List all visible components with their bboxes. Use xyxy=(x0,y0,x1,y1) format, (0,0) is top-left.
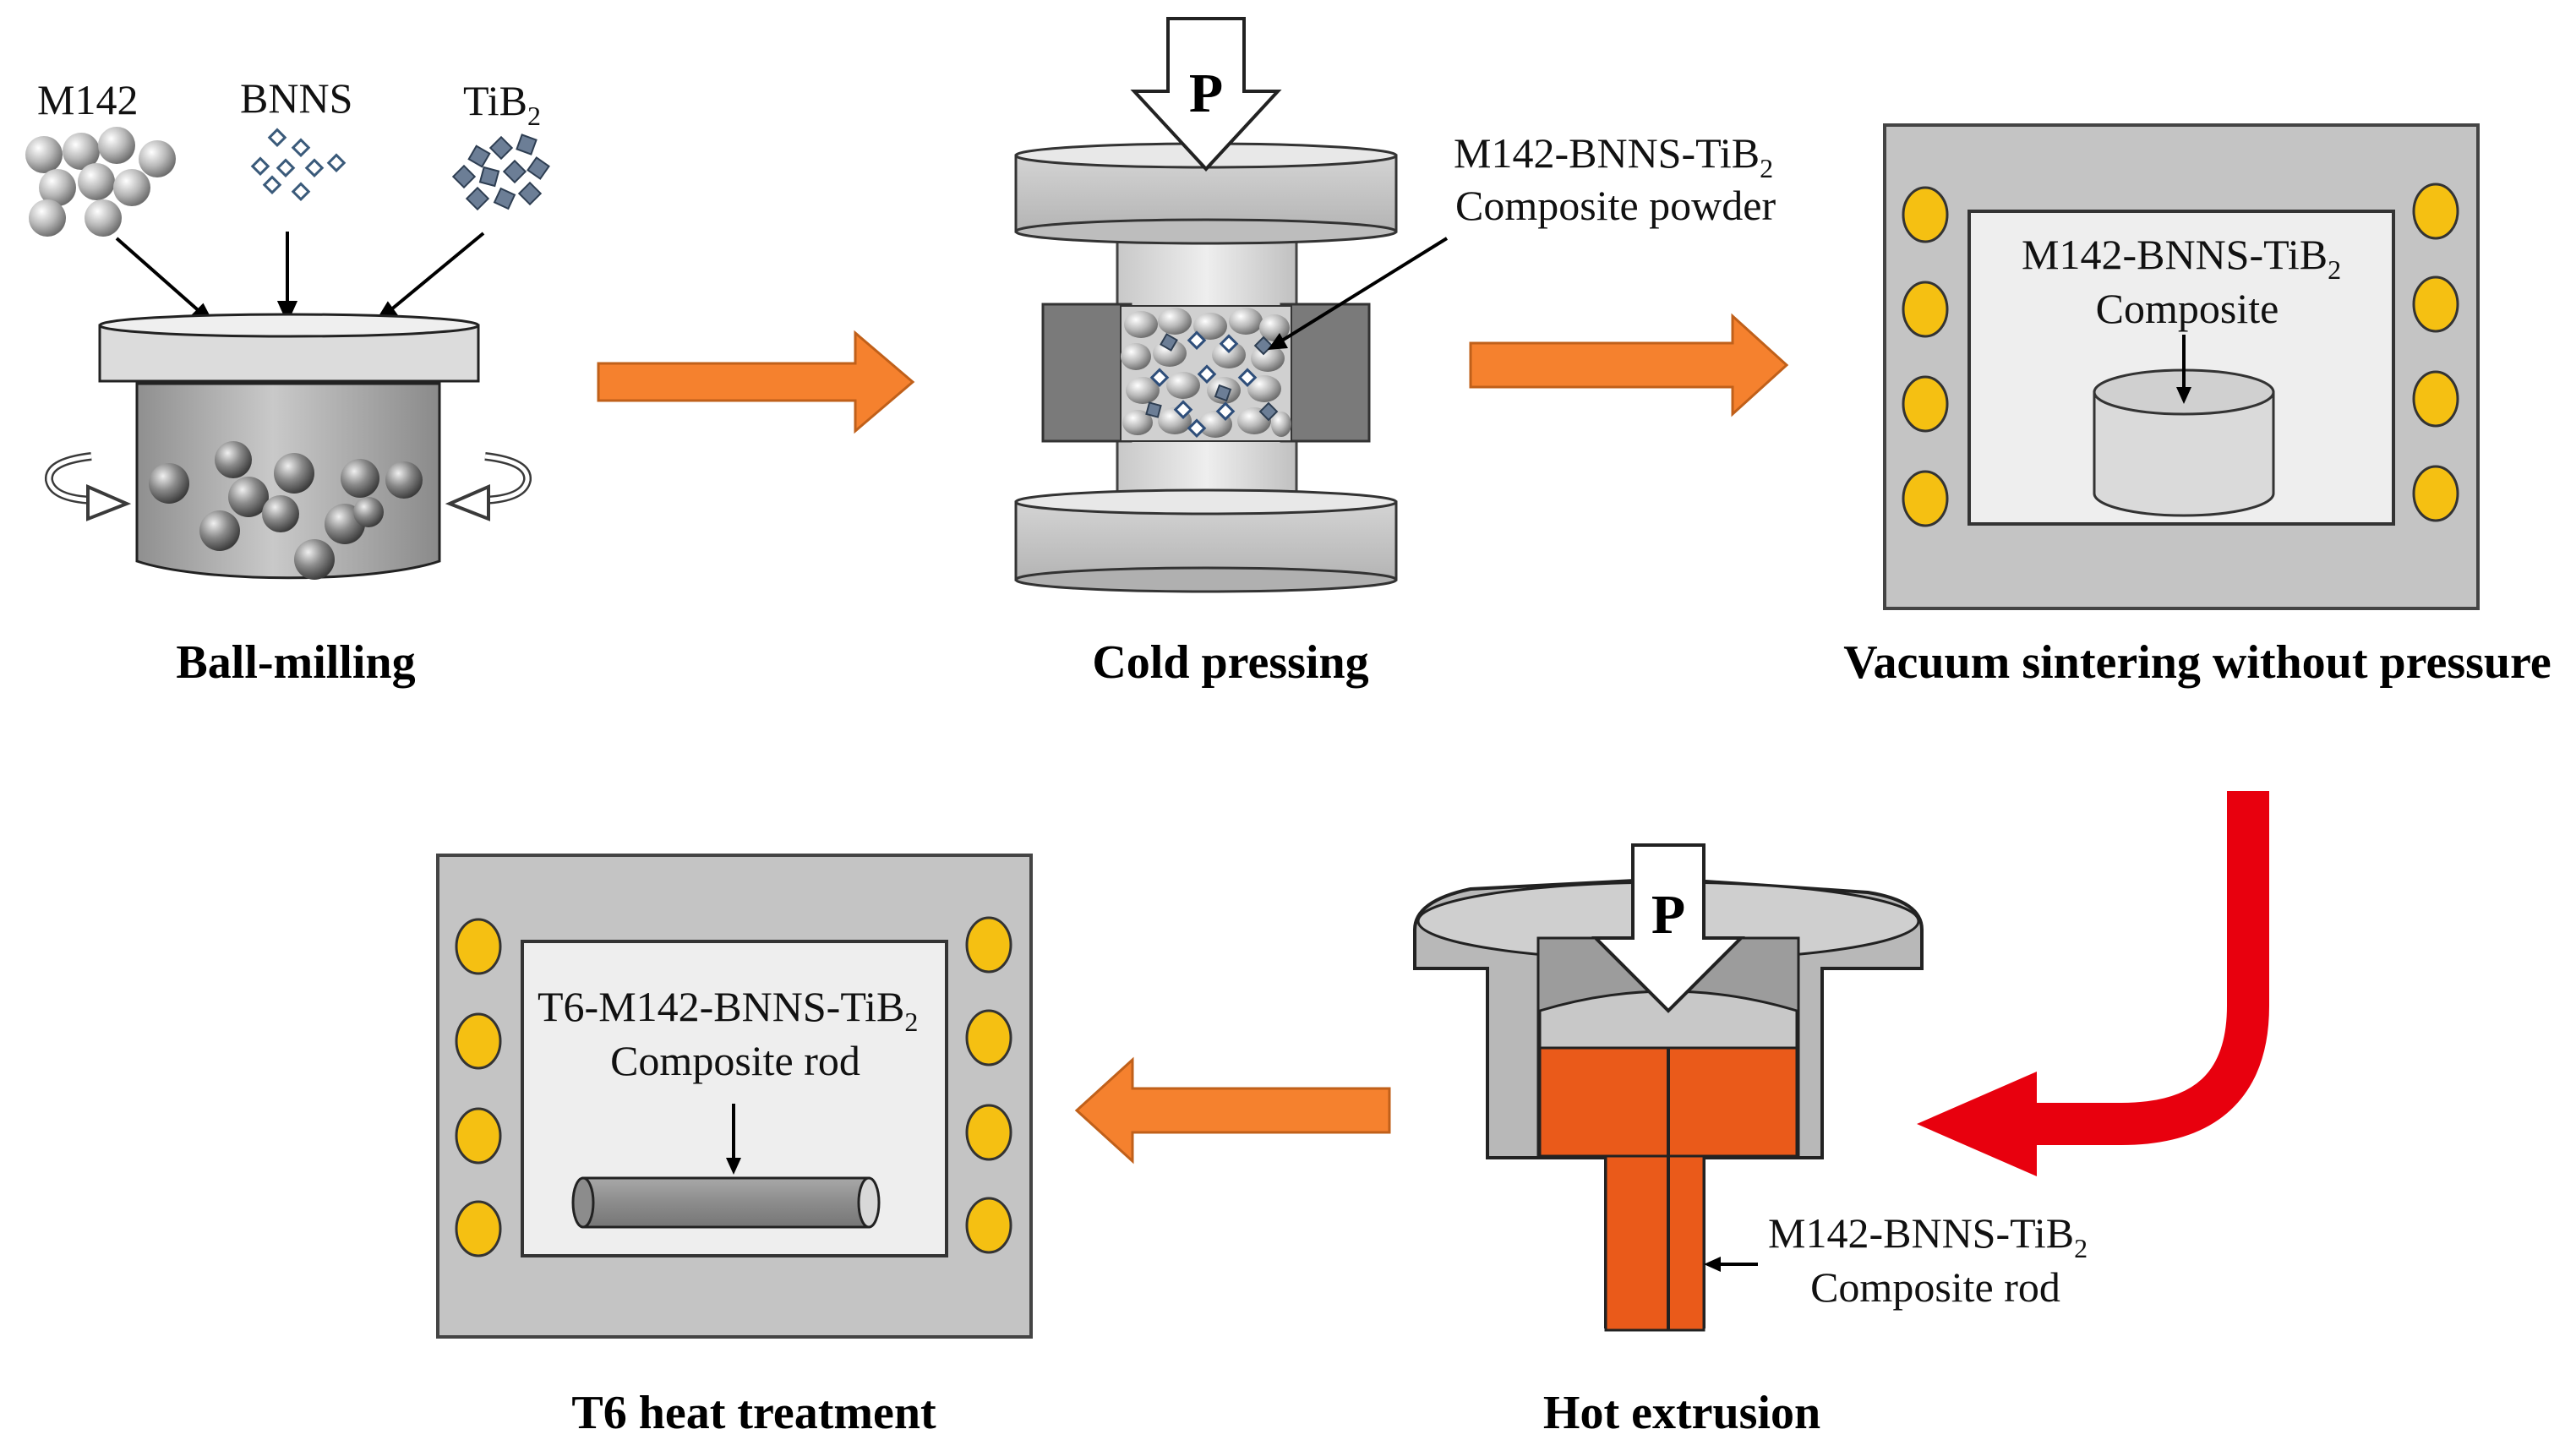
hot-extrusion-stage: P M142-BNNS-TiB2 Composite rod Hot extru… xyxy=(1413,843,2088,1439)
heater-icon xyxy=(455,918,502,975)
sintered-composite-label-line2: Composite xyxy=(2096,285,2279,332)
sintered-billet-icon xyxy=(2093,368,2275,517)
heater-icon xyxy=(455,1200,502,1257)
flow-arrow-4 xyxy=(1074,1056,1391,1165)
heater-icon xyxy=(2412,370,2459,428)
die-block-left xyxy=(1041,303,1132,443)
tib2-label: TiB2 xyxy=(463,77,541,131)
rotation-arrow-left-icon xyxy=(45,452,132,521)
heater-elements-right xyxy=(2412,183,2459,522)
t6-heater-elements-right xyxy=(965,916,1012,1254)
extrusion-pressure-symbol: P xyxy=(1651,884,1685,946)
heater-icon xyxy=(2412,183,2459,240)
extruded-rod-label-line2: Composite rod xyxy=(1810,1263,2060,1311)
t6-rod-label-line1: T6-M142-BNNS-TiB2 xyxy=(538,983,918,1037)
vacuum-sintering-stage: M142-BNNS-TiB2 Composite Vacuum sinterin… xyxy=(1843,123,2551,689)
ram-head xyxy=(1538,990,1798,1050)
rod-pointer-arrow xyxy=(1704,1257,1758,1272)
bnns-particles-icon xyxy=(250,128,347,202)
t6-rod-label-line2: Composite rod xyxy=(610,1037,860,1084)
flow-arrow-2 xyxy=(1469,313,1789,417)
ball-milling-stage: M142 BNNS TiB2 xyxy=(25,74,550,689)
ball-mill-pot xyxy=(98,313,480,580)
hot-extrusion-title: Hot extrusion xyxy=(1543,1387,1820,1439)
m142-label: M142 xyxy=(37,76,138,123)
heater-icon xyxy=(2412,275,2459,333)
cold-pressing-title: Cold pressing xyxy=(1092,636,1368,689)
t6-heater-elements-left xyxy=(455,918,502,1257)
powder-pointer-arrow xyxy=(1268,237,1449,350)
t6-heat-treatment-stage: T6-M142-BNNS-TiB2 Composite rod T6 heat … xyxy=(436,854,1033,1439)
grinding-balls-icon xyxy=(149,441,423,580)
heater-icon xyxy=(965,1009,1012,1066)
heater-icon xyxy=(1902,375,1949,433)
flow-arrow-3 xyxy=(1917,791,2269,1176)
tib2-particles-icon xyxy=(451,134,550,211)
billet-pointer-arrow xyxy=(2176,335,2191,404)
heater-icon xyxy=(455,1012,502,1070)
heater-icon xyxy=(1902,186,1949,243)
heater-icon xyxy=(965,916,1012,974)
sintered-composite-label-line1: M142-BNNS-TiB2 xyxy=(2022,231,2341,285)
rotation-arrow-right-icon xyxy=(445,452,532,521)
composite-powder-label-line1: M142-BNNS-TiB2 xyxy=(1454,129,1773,183)
cold-pressing-stage: P M142-BNNS-TiB2 Composite powder Cold p… xyxy=(1014,17,1776,689)
flow-arrow-1 xyxy=(597,330,915,434)
bottom-platen xyxy=(1014,488,1398,593)
t6-rod-pointer-arrow xyxy=(726,1104,741,1175)
heater-icon xyxy=(2412,465,2459,522)
heater-icon xyxy=(455,1107,502,1165)
extruded-rod-label-line1: M142-BNNS-TiB2 xyxy=(1768,1209,2088,1263)
composite-powder-icon xyxy=(1120,305,1292,442)
bnns-label: BNNS xyxy=(240,74,352,122)
feed-arrows xyxy=(115,232,485,325)
die-block-right xyxy=(1280,303,1371,443)
heater-icon xyxy=(1902,470,1949,527)
heater-icon xyxy=(1902,281,1949,338)
heater-icon xyxy=(965,1197,1012,1254)
heater-elements-left xyxy=(1902,186,1949,527)
extruded-rod xyxy=(1604,1154,1706,1332)
heater-icon xyxy=(965,1104,1012,1161)
pressure-symbol: P xyxy=(1189,63,1223,124)
composite-powder-label-line2: Composite powder xyxy=(1455,182,1776,229)
m142-particles-icon xyxy=(25,127,176,237)
ball-milling-title: Ball-milling xyxy=(176,636,415,689)
pressure-arrow-icon xyxy=(1130,17,1282,172)
t6-composite-rod-icon xyxy=(571,1176,881,1229)
vacuum-sintering-title: Vacuum sintering without pressure xyxy=(1843,636,2551,689)
extrusion-pressure-arrow-icon xyxy=(1591,843,1745,1013)
t6-heat-treatment-title: T6 heat treatment xyxy=(571,1387,936,1439)
